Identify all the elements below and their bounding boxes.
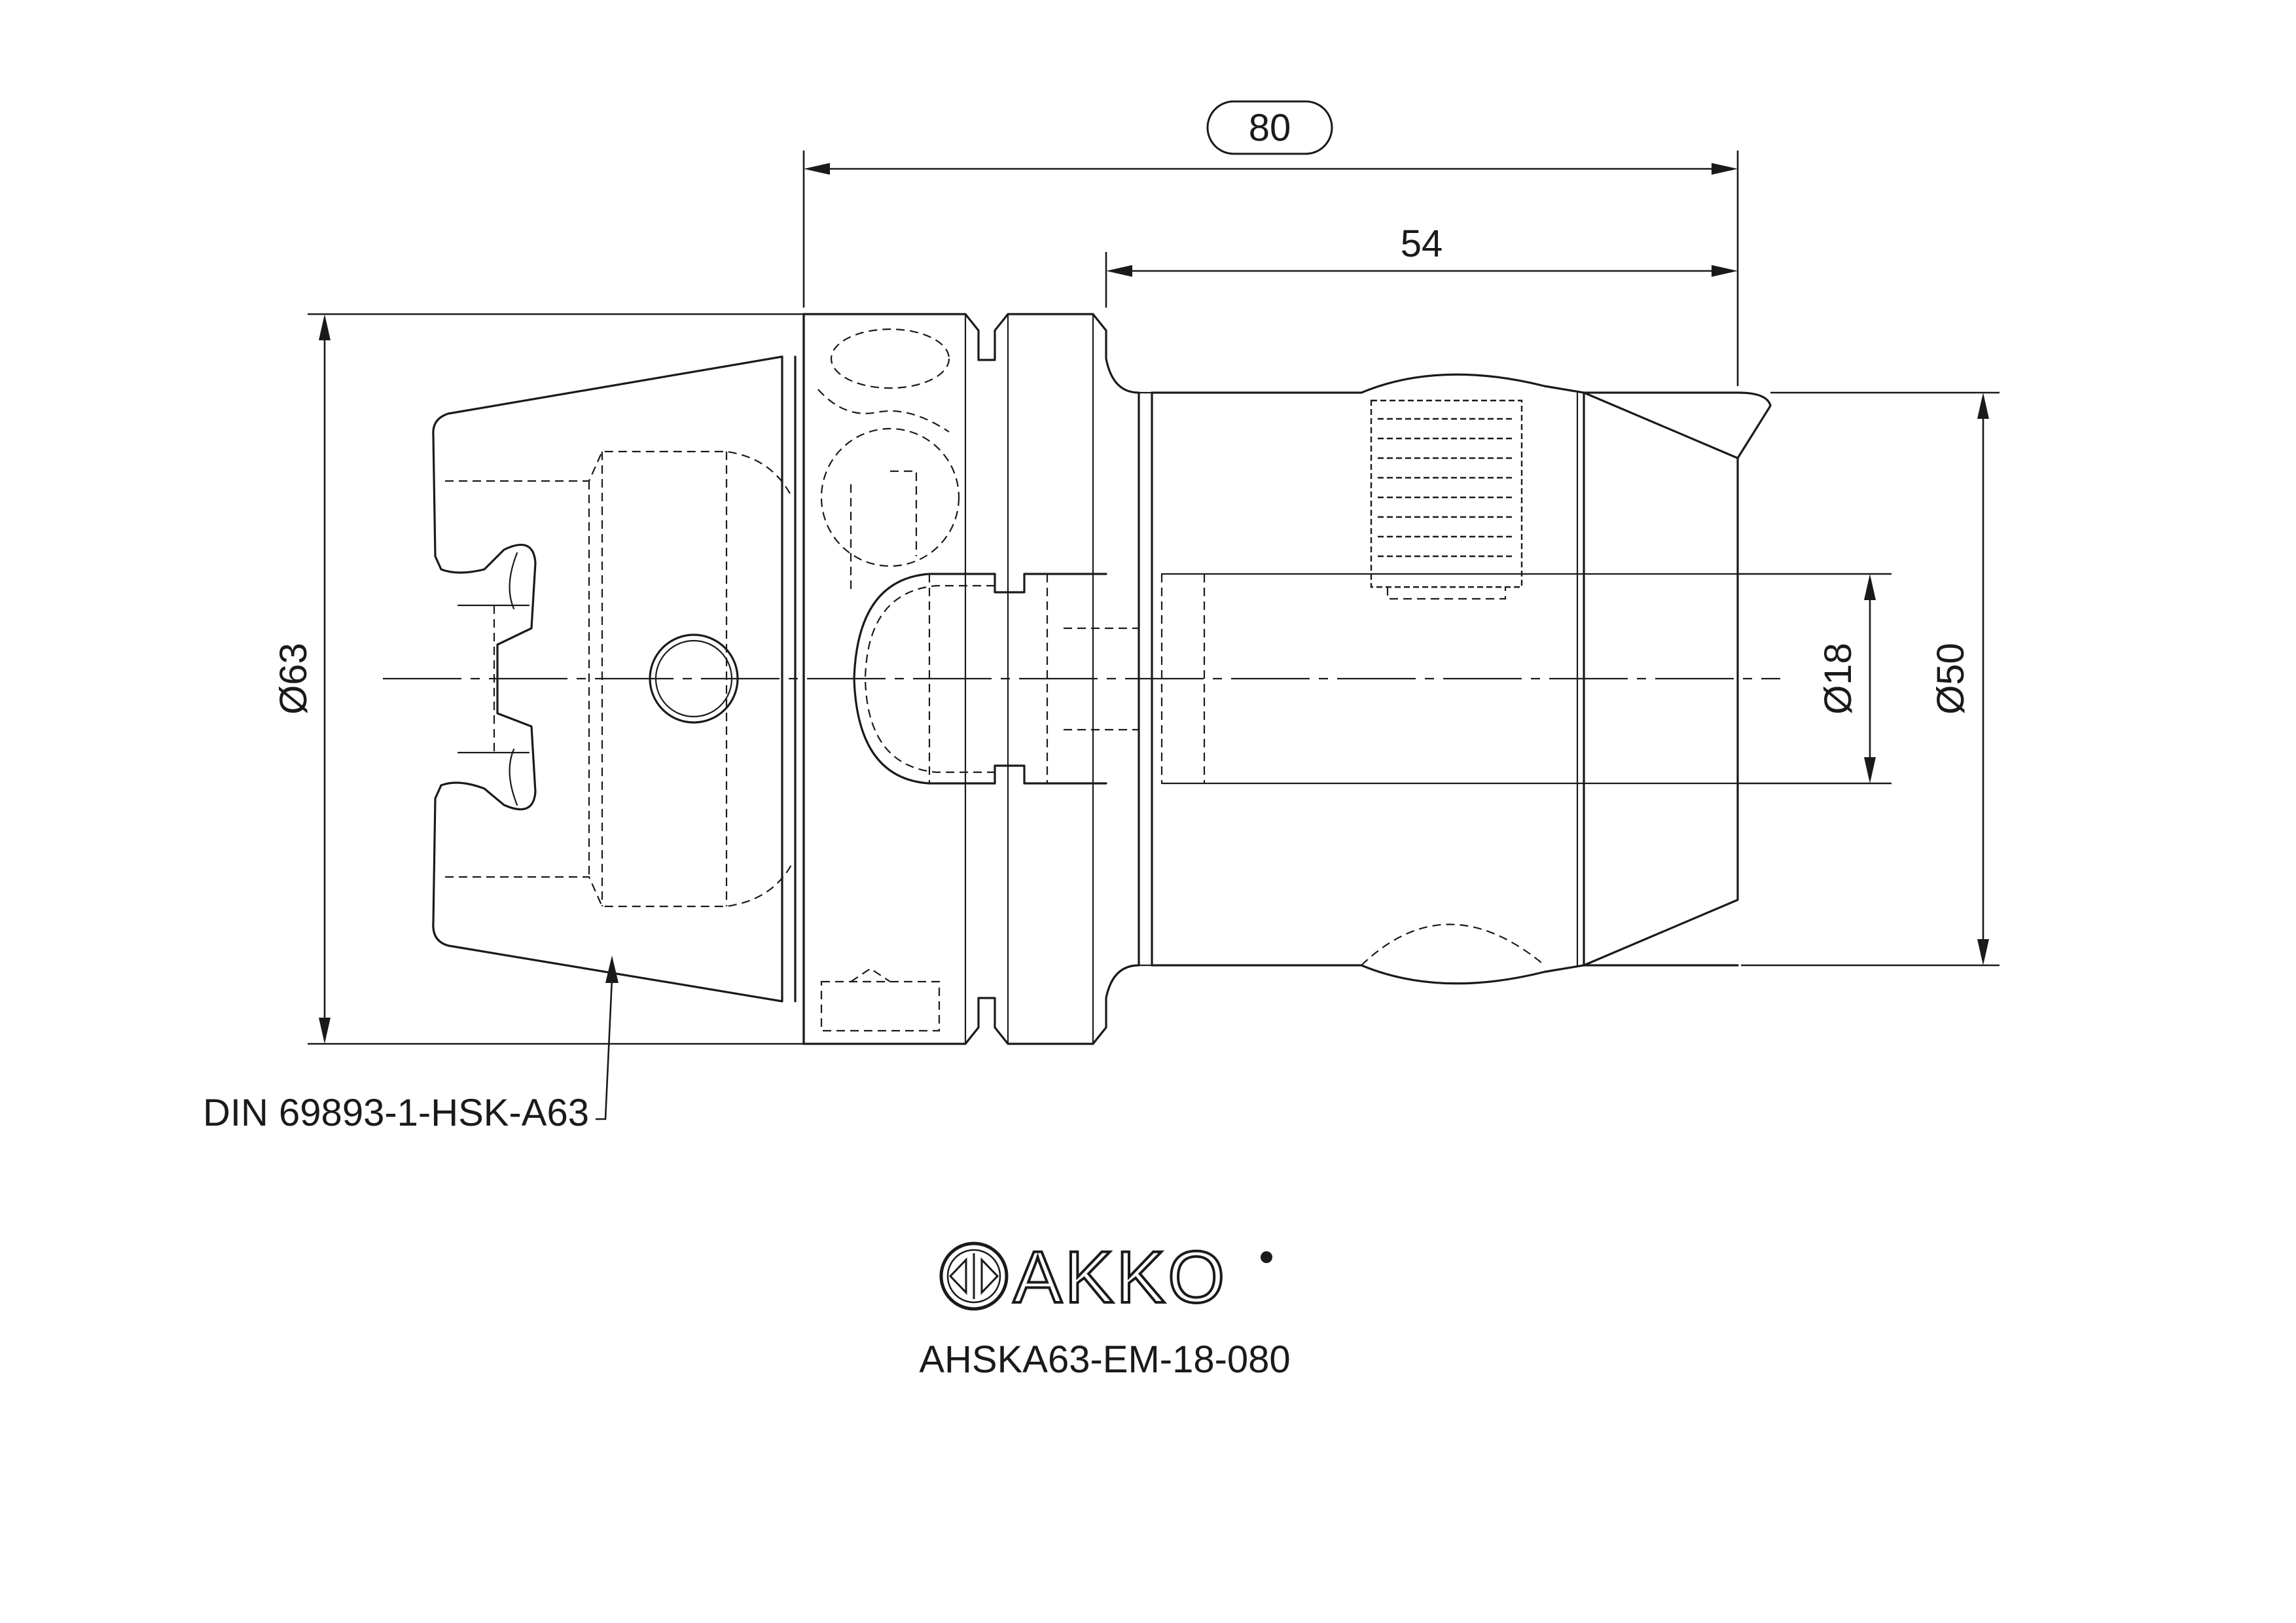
dimension-overall-length: 80	[802, 100, 1739, 386]
interface-leader: DIN 69893-1-HSK-A63	[203, 955, 619, 1134]
dimension-bore-diameter: Ø18	[1738, 573, 1892, 785]
clamping-screw-hidden	[1370, 399, 1523, 600]
brand-name: AKKO	[1013, 1236, 1227, 1318]
dimension-flange-diameter: Ø63	[272, 313, 804, 1045]
akko-emblem-icon	[939, 1241, 1009, 1311]
cross-hole	[649, 633, 739, 724]
basic-dimension-frame	[1206, 100, 1333, 155]
dim-text-63: Ø63	[272, 643, 315, 715]
part-number: AHSKA63-EM-18-080	[919, 1338, 1290, 1381]
dim-text-50: Ø50	[1929, 643, 1972, 715]
registered-mark-icon	[1261, 1251, 1272, 1263]
flange	[802, 313, 1153, 1045]
dim-text-18: Ø18	[1817, 643, 1859, 715]
interface-callout: DIN 69893-1-HSK-A63	[203, 1092, 589, 1134]
dimension-body-diameter: Ø50	[1741, 391, 2000, 967]
dim-text-80: 80	[1249, 107, 1291, 149]
dim-text-54: 54	[1401, 223, 1443, 265]
akko-logo: AKKO	[939, 1235, 1272, 1319]
holder-body	[1151, 373, 1772, 985]
dimension-projection-length: 54	[1105, 223, 1738, 308]
hsk-taper-shank	[432, 355, 797, 1003]
